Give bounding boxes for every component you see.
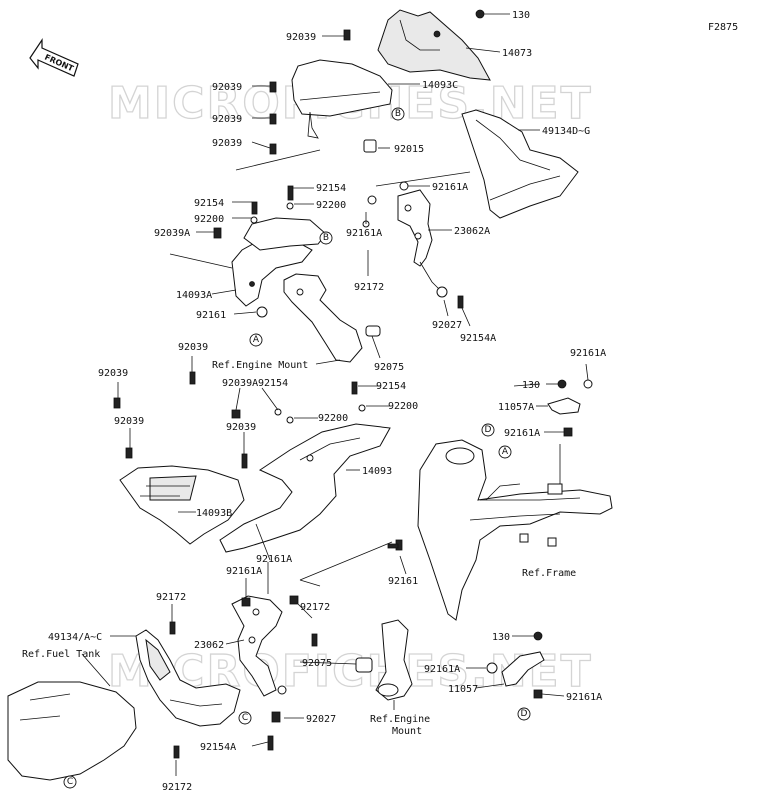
ref-fuel-tank: Ref.Fuel Tank <box>22 649 100 660</box>
svg-text:A: A <box>253 335 260 345</box>
label-23062a: 23062A <box>454 226 490 237</box>
label-92161: 92161 <box>388 576 418 587</box>
label-92200: 92200 <box>194 214 224 225</box>
label-92027: 92027 <box>432 320 462 331</box>
callout-a-left: A <box>249 333 263 347</box>
front-arrow-icon: FRONT <box>29 38 79 77</box>
svg-text:B: B <box>323 233 329 243</box>
label-92161a: 92161A <box>432 182 468 193</box>
label-14073: 14073 <box>502 48 532 59</box>
label-92039: 92039 <box>226 422 256 433</box>
label-14093: 14093 <box>362 466 392 477</box>
svg-text:A: A <box>502 447 509 457</box>
part-14093 <box>219 423 391 553</box>
label-92039a: 92039A <box>154 228 190 239</box>
label-92039: 92039 <box>212 82 242 93</box>
label-14093b: 14093B <box>196 508 232 519</box>
callout-c-cover: C <box>238 711 252 725</box>
label-92075: 92075 <box>374 362 404 373</box>
label-92075: 92075 <box>302 658 332 669</box>
label-92039: 92039 <box>286 32 316 43</box>
ref-engine-mount-2b: Mount <box>392 726 422 737</box>
part-engine-mount-1 <box>283 273 381 363</box>
label-92154a: 92154A <box>200 742 236 753</box>
label-92039: 92039 <box>98 368 128 379</box>
label-92154: 92154 <box>194 198 224 209</box>
label-92161a: 92161A <box>256 554 292 565</box>
label-92039: 92039 <box>114 416 144 427</box>
label-92200: 92200 <box>316 200 346 211</box>
label-92154: 92154 <box>316 183 346 194</box>
label-92039: 92039 <box>178 342 208 353</box>
label-92154: 92154 <box>258 378 288 389</box>
ref-frame: Ref.Frame <box>522 568 576 579</box>
fasteners-middle <box>113 371 403 551</box>
label-130: 130 <box>492 632 510 643</box>
label-92172: 92172 <box>156 592 186 603</box>
label-92039: 92039 <box>212 138 242 149</box>
svg-text:D: D <box>485 425 492 435</box>
part-14073 <box>377 9 491 81</box>
label-11057: 11057 <box>448 684 478 695</box>
label-92172: 92172 <box>354 282 384 293</box>
part-labels: 130 14073 92039 92039 14093C 92039 92039… <box>22 10 606 793</box>
label-130: 130 <box>522 380 540 391</box>
label-130: 130 <box>512 10 530 21</box>
label-11057a: 11057A <box>498 402 534 413</box>
label-49134dg: 49134D~G <box>542 126 590 137</box>
label-92015: 92015 <box>394 144 424 155</box>
part-fuel-tank <box>7 681 137 781</box>
part-14093b <box>119 465 245 545</box>
fasteners-top <box>213 9 485 318</box>
label-92161a: 92161A <box>566 692 602 703</box>
part-23062a <box>397 189 443 293</box>
label-49134ac: 49134/A~C <box>48 632 102 643</box>
figure-code: F2875 <box>708 22 738 33</box>
label-92161a: 92161A <box>504 428 540 439</box>
callout-d-bottom: D <box>517 707 531 721</box>
leader-lines <box>81 13 589 776</box>
label-92161a: 92161A <box>570 348 606 359</box>
part-11057 <box>486 631 545 699</box>
label-23062: 23062 <box>194 640 224 651</box>
svg-text:C: C <box>67 777 73 787</box>
ref-engine-mount: Ref.Engine Mount <box>212 360 308 371</box>
part-engine-mount-2 <box>355 619 413 701</box>
label-92154: 92154 <box>376 381 406 392</box>
label-92200: 92200 <box>318 413 348 424</box>
fasteners-bottom <box>169 543 399 759</box>
part-14093c <box>291 59 393 139</box>
part-49134dg <box>461 109 579 219</box>
svg-text:D: D <box>521 709 528 719</box>
part-frame <box>417 439 613 621</box>
callout-b-top: B <box>391 107 405 121</box>
svg-text:C: C <box>242 713 248 723</box>
label-14093c: 14093C <box>422 80 458 91</box>
callout-c-tank: C <box>63 775 77 789</box>
callout-b-mid: B <box>319 231 333 245</box>
callout-a-frame: A <box>498 445 512 459</box>
label-92161a: 92161A <box>226 566 262 577</box>
part-49134ac <box>135 629 241 727</box>
label-92039a: 92039A <box>222 378 258 389</box>
part-11057a <box>547 379 593 437</box>
label-92039: 92039 <box>212 114 242 125</box>
label-92027: 92027 <box>306 714 336 725</box>
part-23062 <box>231 595 299 697</box>
label-92154a: 92154A <box>460 333 496 344</box>
ref-engine-mount-2a: Ref.Engine <box>370 714 430 725</box>
label-14093a: 14093A <box>176 290 212 301</box>
svg-text:B: B <box>395 109 401 119</box>
label-92172: 92172 <box>300 602 330 613</box>
label-92161a: 92161A <box>346 228 382 239</box>
label-92161: 92161 <box>196 310 226 321</box>
callout-d-frame: D <box>481 423 495 437</box>
label-92200: 92200 <box>388 401 418 412</box>
label-92172: 92172 <box>162 782 192 793</box>
label-92161a: 92161A <box>424 664 460 675</box>
